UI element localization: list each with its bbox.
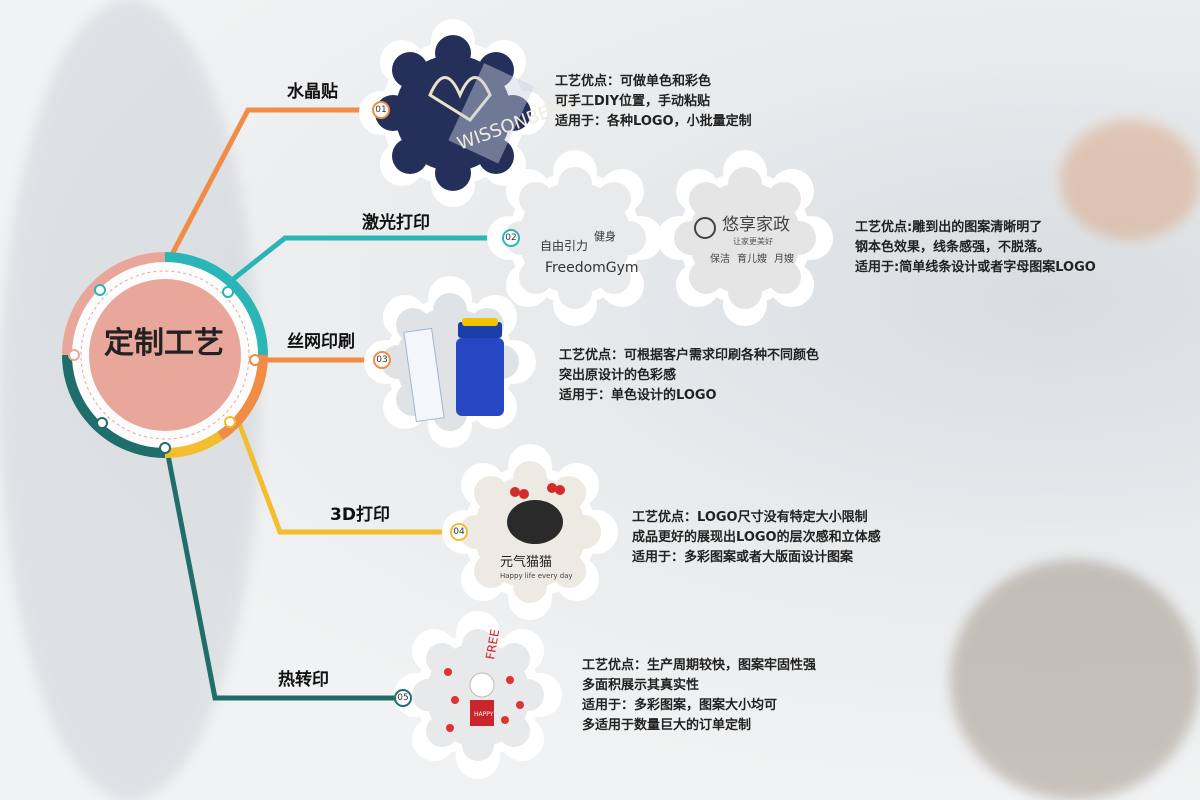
connector-05 — [165, 454, 396, 701]
image-screen-print — [364, 276, 536, 448]
image-crystal-sticker: WISSONBERG — [359, 19, 578, 207]
image-text: Happy life every day — [500, 572, 573, 580]
description-line: 工艺优点：生产周期较快，图案牢固性强 — [582, 658, 817, 673]
center-label: 定制工艺 — [104, 326, 224, 361]
description-line: 适用于：多彩图案，图案大小均可 — [582, 698, 778, 713]
image-text: HAPPY — [474, 711, 494, 718]
branch-title-05: 热转印 — [278, 670, 329, 690]
number-badge-04: 04 — [450, 523, 468, 541]
number-badge-01: 01 — [372, 101, 390, 119]
description-line: 突出原设计的色彩感 — [559, 368, 677, 383]
background-blur — [1060, 120, 1200, 240]
branch-description-03: 工艺优点：可根据客户需求印刷各种不同颜色 突出原设计的色彩感 适用于：单色设计的… — [559, 346, 819, 406]
branch-description-05: 工艺优点：生产周期较快，图案牢固性强 多面积展示其真实性 适用于：多彩图案，图案… — [582, 656, 816, 736]
branch-title-04: 3D打印 — [330, 505, 390, 525]
description-line: 工艺优点：可做单色和彩色 — [555, 74, 712, 89]
image-text: 保洁 — [710, 252, 730, 265]
image-laser-a: 自由引力 健身 FreedomGym — [487, 150, 663, 326]
image-text: 让家更美好 — [733, 236, 773, 246]
number-badge-03: 03 — [373, 351, 391, 369]
description-line: 成品更好的展现出LOGO的层次感和立体感 — [632, 530, 881, 545]
connector-01 — [165, 107, 375, 264]
number-badge-02: 02 — [502, 229, 520, 247]
description-line: 钢本色效果，线条感强，不脱落。 — [855, 240, 1051, 255]
branch-description-04: 工艺优点：LOGO尺寸没有特定大小限制 成品更好的展现出LOGO的层次感和立体感… — [632, 508, 881, 568]
number-badge-05: 05 — [394, 689, 412, 707]
description-line: 多面积展示其真实性 — [582, 678, 700, 693]
description-line: 工艺优点：LOGO尺寸没有特定大小限制 — [632, 510, 868, 525]
branch-description-01: 工艺优点：可做单色和彩色 可手工DIY位置，手动粘贴 适用于：各种LOGO，小批… — [555, 72, 752, 132]
connector-04 — [235, 419, 450, 535]
branch-title-01: 水晶贴 — [287, 82, 338, 102]
image-text: FREE — [483, 628, 502, 660]
connector-02 — [220, 235, 502, 290]
image-text: 月嫂 — [774, 253, 794, 265]
description-line: 适用于:简单线条设计或者字母图案LOGO — [855, 260, 1096, 275]
description-line: 多适用于数量巨大的订单定制 — [582, 718, 752, 733]
branch-title-02: 激光打印 — [362, 213, 430, 233]
description-line: 工艺优点:雕到出的图案清晰明了 — [855, 220, 1043, 235]
image-text: 育儿嫂 — [737, 252, 767, 265]
background-blur — [950, 560, 1200, 800]
description-line: 适用于：各种LOGO，小批量定制 — [555, 114, 752, 129]
center-ring — [62, 252, 268, 458]
description-line: 适用于：多彩图案或者大版面设计图案 — [632, 550, 854, 565]
image-heat-transfer: FREE HAPPY — [394, 611, 562, 779]
description-line: 可手工DIY位置，手动粘贴 — [555, 94, 711, 109]
image-text: FreedomGym — [545, 260, 639, 276]
image-3d-print: 元气猫猫 Happy life every day — [442, 444, 618, 620]
image-text: 健身 — [594, 229, 616, 243]
description-line: 工艺优点：可根据客户需求印刷各种不同颜色 — [559, 348, 820, 363]
image-text: 悠享家政 — [722, 215, 790, 235]
branch-description-02: 工艺优点:雕到出的图案清晰明了 钢本色效果，线条感强，不脱落。 适用于:简单线条… — [855, 218, 1096, 278]
image-text: 元气猫猫 — [500, 554, 552, 570]
description-line: 适用于：单色设计的LOGO — [559, 388, 717, 403]
image-text: 自由引力 — [540, 239, 588, 253]
branch-title-03: 丝网印刷 — [287, 332, 355, 352]
image-laser-b: 悠享家政 让家更美好 保洁 育儿嫂 月嫂 — [657, 150, 833, 326]
